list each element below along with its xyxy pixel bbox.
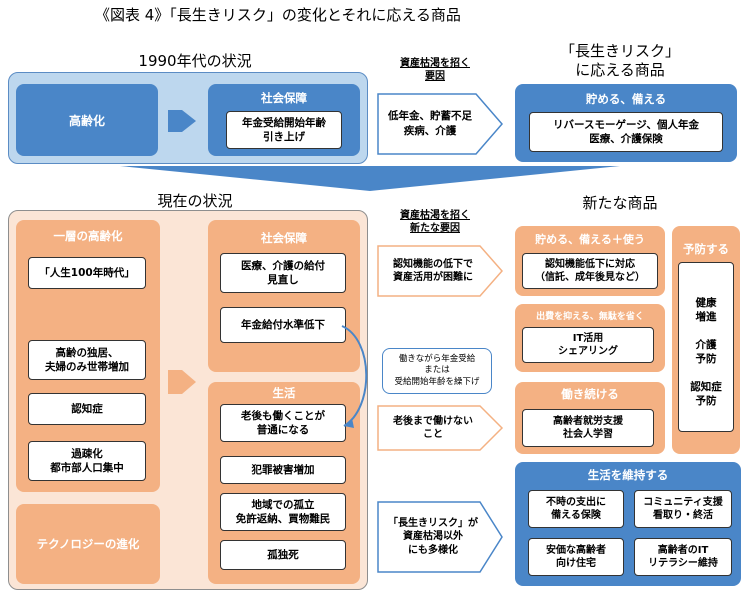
spend-header: 出費を抑える、無駄を省く — [536, 312, 644, 322]
transition-arrow — [120, 166, 620, 191]
cause-now-item-2: 老後まで働けない こと — [393, 415, 473, 441]
social-1990-box: 社会保障 年金受給開始年齢 引き上げ — [208, 84, 360, 156]
cause-now-item-3: 「長生きリスク」が 資産枯渇以外 にも多様化 — [388, 517, 478, 556]
arrow-1990-inner — [168, 110, 196, 132]
social-now-box — [208, 220, 360, 372]
product-1990-item: リバースモーゲージ、個人年金 医療、介護保険 — [529, 112, 723, 152]
cause-now-label: 資産枯渇を招く 新たな要因 — [400, 210, 470, 234]
aging-item-depopulation: 過疎化 都市部人口集中 — [28, 441, 146, 481]
cause-now-bubble: 働きながら年金受給 または 受給開始年齢を繰下げ — [382, 348, 492, 394]
life-maintain-item-housing: 安価な高齢者 向け住宅 — [528, 538, 624, 576]
aging-now-header: 一層の高齢化 — [53, 229, 123, 243]
life-maintain-header: 生活を維持する — [587, 468, 669, 482]
section-now-title: 現在の状況 — [157, 192, 233, 210]
arrow-now-inner — [168, 370, 196, 394]
life-maintain-item-insurance: 不時の支出に 備える保険 — [528, 490, 624, 528]
life-maintain-item-it: 高齢者のIT リテラシー維持 — [634, 538, 732, 576]
figure-title: 《図表 4》「長生きリスク」の変化とそれに応える商品 — [95, 6, 461, 24]
aging-item-100: 「人生100年時代」 — [28, 257, 146, 289]
social-now-item-pension: 年金給付水準低下 — [220, 307, 346, 343]
life-item-isolation: 地域での孤立 免許返納、買物難民 — [220, 493, 346, 531]
new-products-title: 新たな商品 — [582, 194, 658, 212]
life-item-crime: 犯罪被害増加 — [220, 456, 346, 484]
aging-1990-label: 高齢化 — [68, 113, 105, 128]
cause-1990-label: 資産枯渇を招く 要因 — [400, 58, 470, 82]
aging-item-dementia: 認知症 — [28, 393, 146, 425]
cause-now-arrow-1 — [377, 245, 503, 297]
cause-now-item-1: 認知機能の低下で 資産活用が困難に — [393, 258, 473, 284]
life-maintain-item-community: コミュニティ支援 看取り・終活 — [634, 490, 732, 528]
work-header: 働き続ける — [561, 387, 619, 401]
cause-now-arrow-2 — [377, 405, 504, 451]
prevent-item-health: 健康 増進 — [695, 297, 717, 324]
cause-1990-arrow — [377, 93, 503, 155]
aging-item-single: 高齢の独居、 夫婦のみ世帯増加 — [28, 340, 146, 380]
product-1990-box: 貯める、備える リバースモーゲージ、個人年金 医療、介護保険 — [515, 84, 737, 162]
social-1990-header: 社会保障 — [261, 91, 307, 105]
social-1990-item: 年金受給開始年齢 引き上げ — [226, 111, 342, 149]
life-item-work: 老後も働くことが 普通になる — [220, 404, 346, 442]
social-now-header: 社会保障 — [261, 231, 307, 245]
work-item: 高齢者就労支援 社会人学習 — [522, 409, 654, 447]
prevent-item-dementia: 認知症 予防 — [690, 381, 722, 408]
product-1990-header: 貯める、備える — [585, 92, 667, 106]
life-now-header: 生活 — [272, 386, 296, 400]
product-1990-title: 「長生きリスク」 に応える商品 — [559, 42, 680, 79]
spend-item: IT活用 シェアリング — [522, 327, 654, 363]
cause-now-arrow-3 — [377, 501, 503, 573]
save-item: 認知機能低下に対応 （信託、成年後見など） — [522, 253, 658, 289]
prevent-list — [678, 262, 734, 432]
aging-1990-box: 高齢化 — [16, 84, 158, 156]
social-now-item-medical: 医療、介護の給付 見直し — [220, 253, 346, 293]
life-item-lonely-death: 孤独死 — [220, 540, 346, 570]
prevent-item-care: 介護 予防 — [695, 339, 717, 366]
pension-to-work-connector — [341, 325, 368, 428]
save-header: 貯める、備える＋使う — [535, 233, 645, 246]
tech-label: テクノロジーの進化 — [36, 537, 140, 551]
cause-1990-body: 低年金、貯蓄不足 疾病、介護 — [388, 110, 472, 137]
prevent-header: 予防する — [683, 242, 729, 256]
tech-box: テクノロジーの進化 — [16, 504, 160, 584]
section-1990-title: 1990年代の状況 — [138, 52, 252, 70]
